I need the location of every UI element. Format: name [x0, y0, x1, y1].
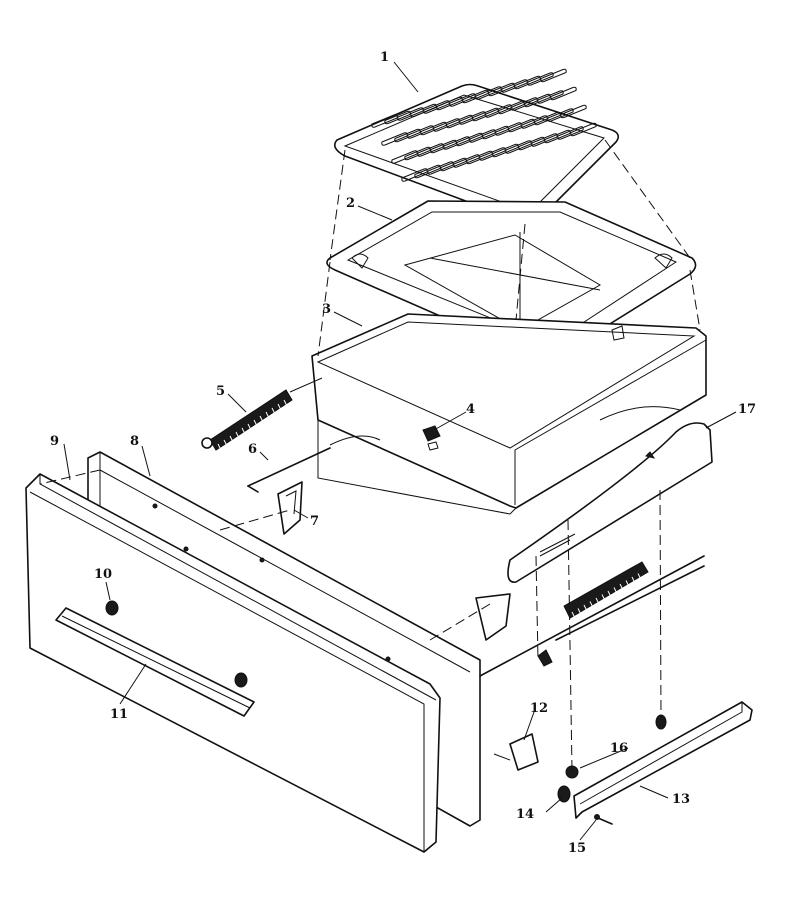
part-12-plate	[493, 733, 539, 771]
callout-15: 15	[568, 841, 586, 856]
part-13-slide-rail	[573, 701, 753, 819]
callout-13: 13	[672, 792, 690, 807]
callout-12: 12	[530, 701, 548, 716]
leader-lines	[63, 61, 737, 841]
part-4-clip	[422, 425, 441, 451]
part-15-screw	[594, 814, 613, 825]
callout-1: 1	[380, 50, 389, 65]
callout-17: 17	[738, 402, 756, 417]
part-16-roller	[565, 714, 667, 779]
part-10-pin	[105, 600, 248, 688]
part-3-drawer-body	[311, 313, 707, 515]
callout-2: 2	[346, 196, 355, 211]
part-7-bracket	[277, 481, 303, 535]
callout-9: 9	[50, 434, 59, 449]
callout-16: 16	[610, 741, 628, 756]
slide-bracket	[475, 593, 511, 641]
part-5-spring	[201, 377, 323, 451]
callout-4: 4	[466, 402, 475, 417]
callout-5: 5	[216, 384, 225, 399]
part-11-handle	[55, 607, 255, 717]
callout-7: 7	[310, 514, 319, 529]
callout-10: 10	[94, 567, 112, 582]
part-1-broiler-grid	[334, 68, 620, 225]
part-17-side-panel	[507, 422, 713, 583]
callout-6: 6	[248, 442, 257, 457]
callout-3: 3	[322, 302, 331, 317]
callout-11: 11	[110, 707, 128, 722]
part-6-rod	[247, 447, 331, 493]
callout-14: 14	[516, 807, 534, 822]
callout-labels: 1 2 3 4 5 6 7 8 9 10 11 12 13 14 15 16 1…	[50, 50, 756, 856]
callout-8: 8	[130, 434, 139, 449]
right-spring	[479, 555, 705, 677]
part-9-drawer-front	[25, 473, 441, 853]
part-14-roller	[557, 785, 571, 803]
